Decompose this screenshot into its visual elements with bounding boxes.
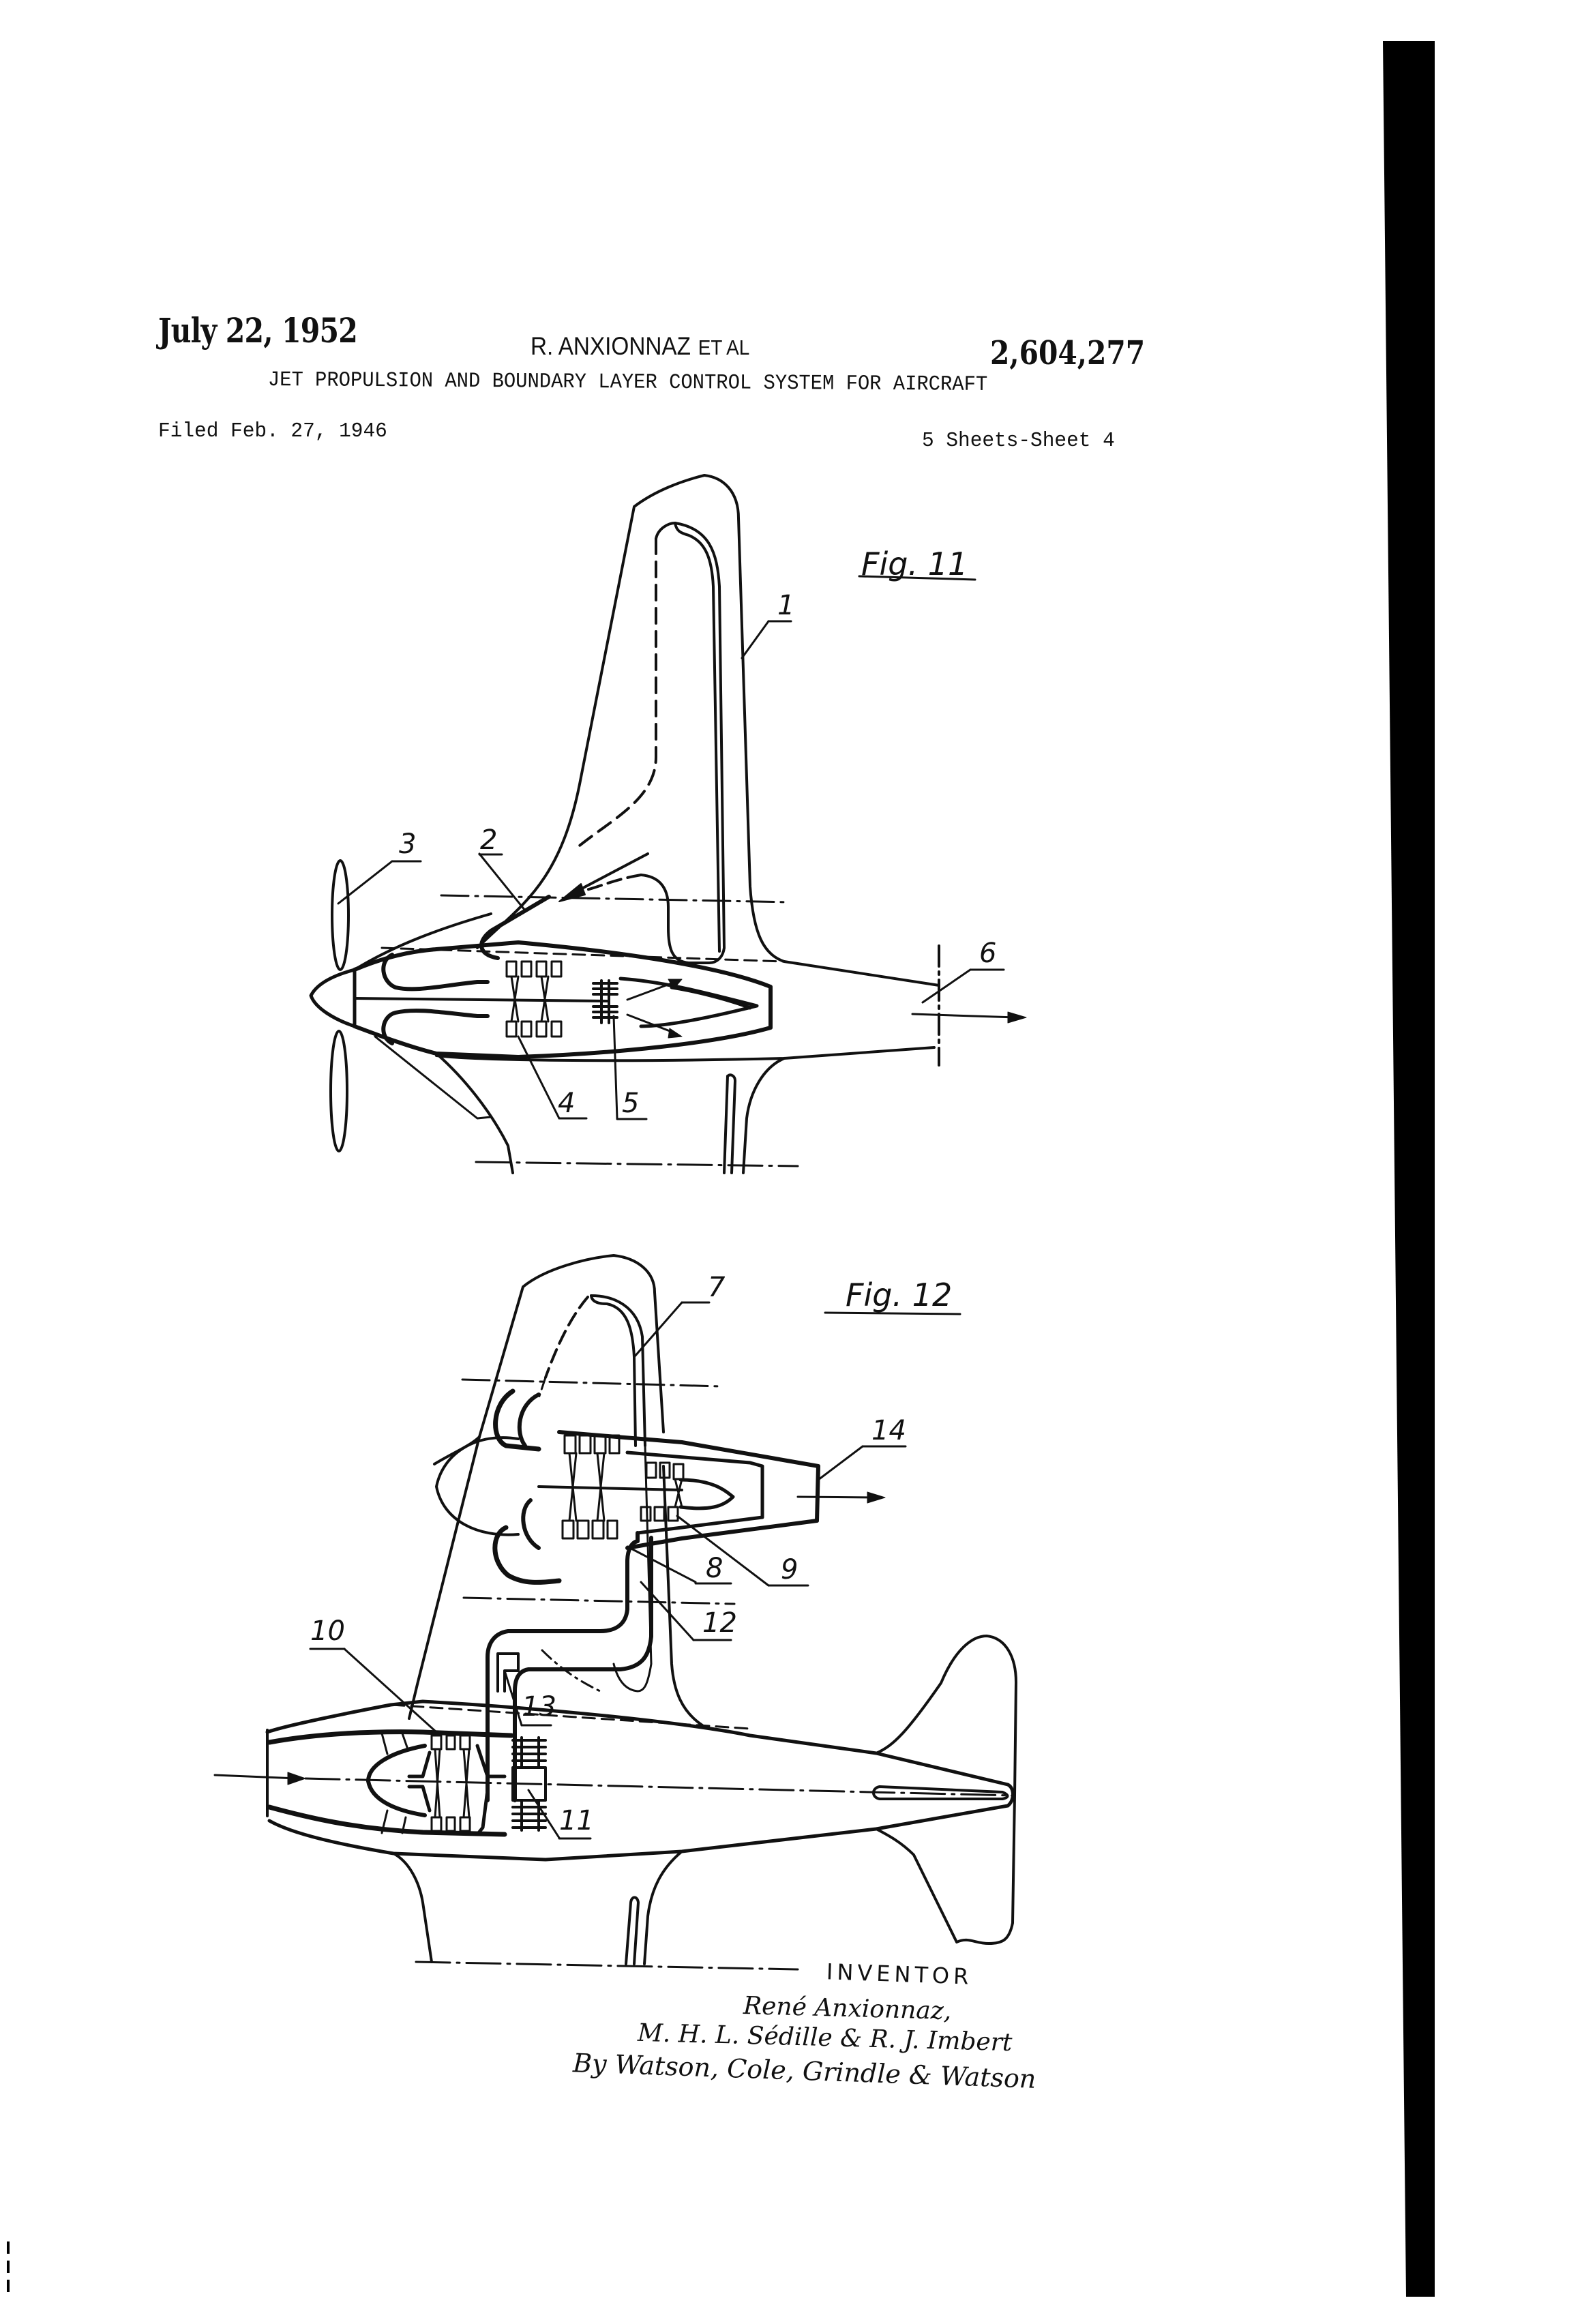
ref-numeral-9: 9: [781, 1554, 799, 1585]
filing-date: Filed Feb. 27, 1946: [158, 419, 387, 443]
ref-numeral-5: 5: [622, 1088, 640, 1119]
ref-numeral-13: 13: [522, 1691, 556, 1723]
patent-number: 2,604,277: [990, 334, 1146, 372]
ref-numeral-8: 8: [706, 1553, 723, 1584]
sheet-count: 5 Sheets-Sheet 4: [922, 429, 1115, 453]
figure-11-label: Fig. 11: [861, 546, 968, 582]
figure-12-label: Fig. 12: [846, 1277, 953, 1313]
ref-numeral-14: 14: [871, 1415, 906, 1446]
ref-numeral-1: 1: [777, 590, 795, 621]
ref-numeral-11: 11: [559, 1805, 594, 1836]
inventor-name: R. ANXIONNAZ: [531, 332, 691, 360]
ref-numeral-3: 3: [399, 829, 417, 860]
et-al: ET AL: [698, 336, 750, 359]
inventor-names: R. ANXIONNAZ ET AL: [531, 332, 749, 361]
ref-numeral-10: 10: [310, 1615, 345, 1647]
patent-date: July 22, 1952: [158, 310, 358, 351]
ref-numeral-6: 6: [979, 938, 997, 969]
signature-line-1: René Anxionnaz,: [743, 1992, 952, 2025]
ref-numeral-7: 7: [708, 1272, 726, 1303]
ref-numeral-4: 4: [558, 1088, 576, 1119]
ref-numeral-2: 2: [480, 824, 498, 856]
ref-numeral-12: 12: [702, 1607, 737, 1639]
inventor-heading: INVENTOR: [826, 1958, 973, 1990]
